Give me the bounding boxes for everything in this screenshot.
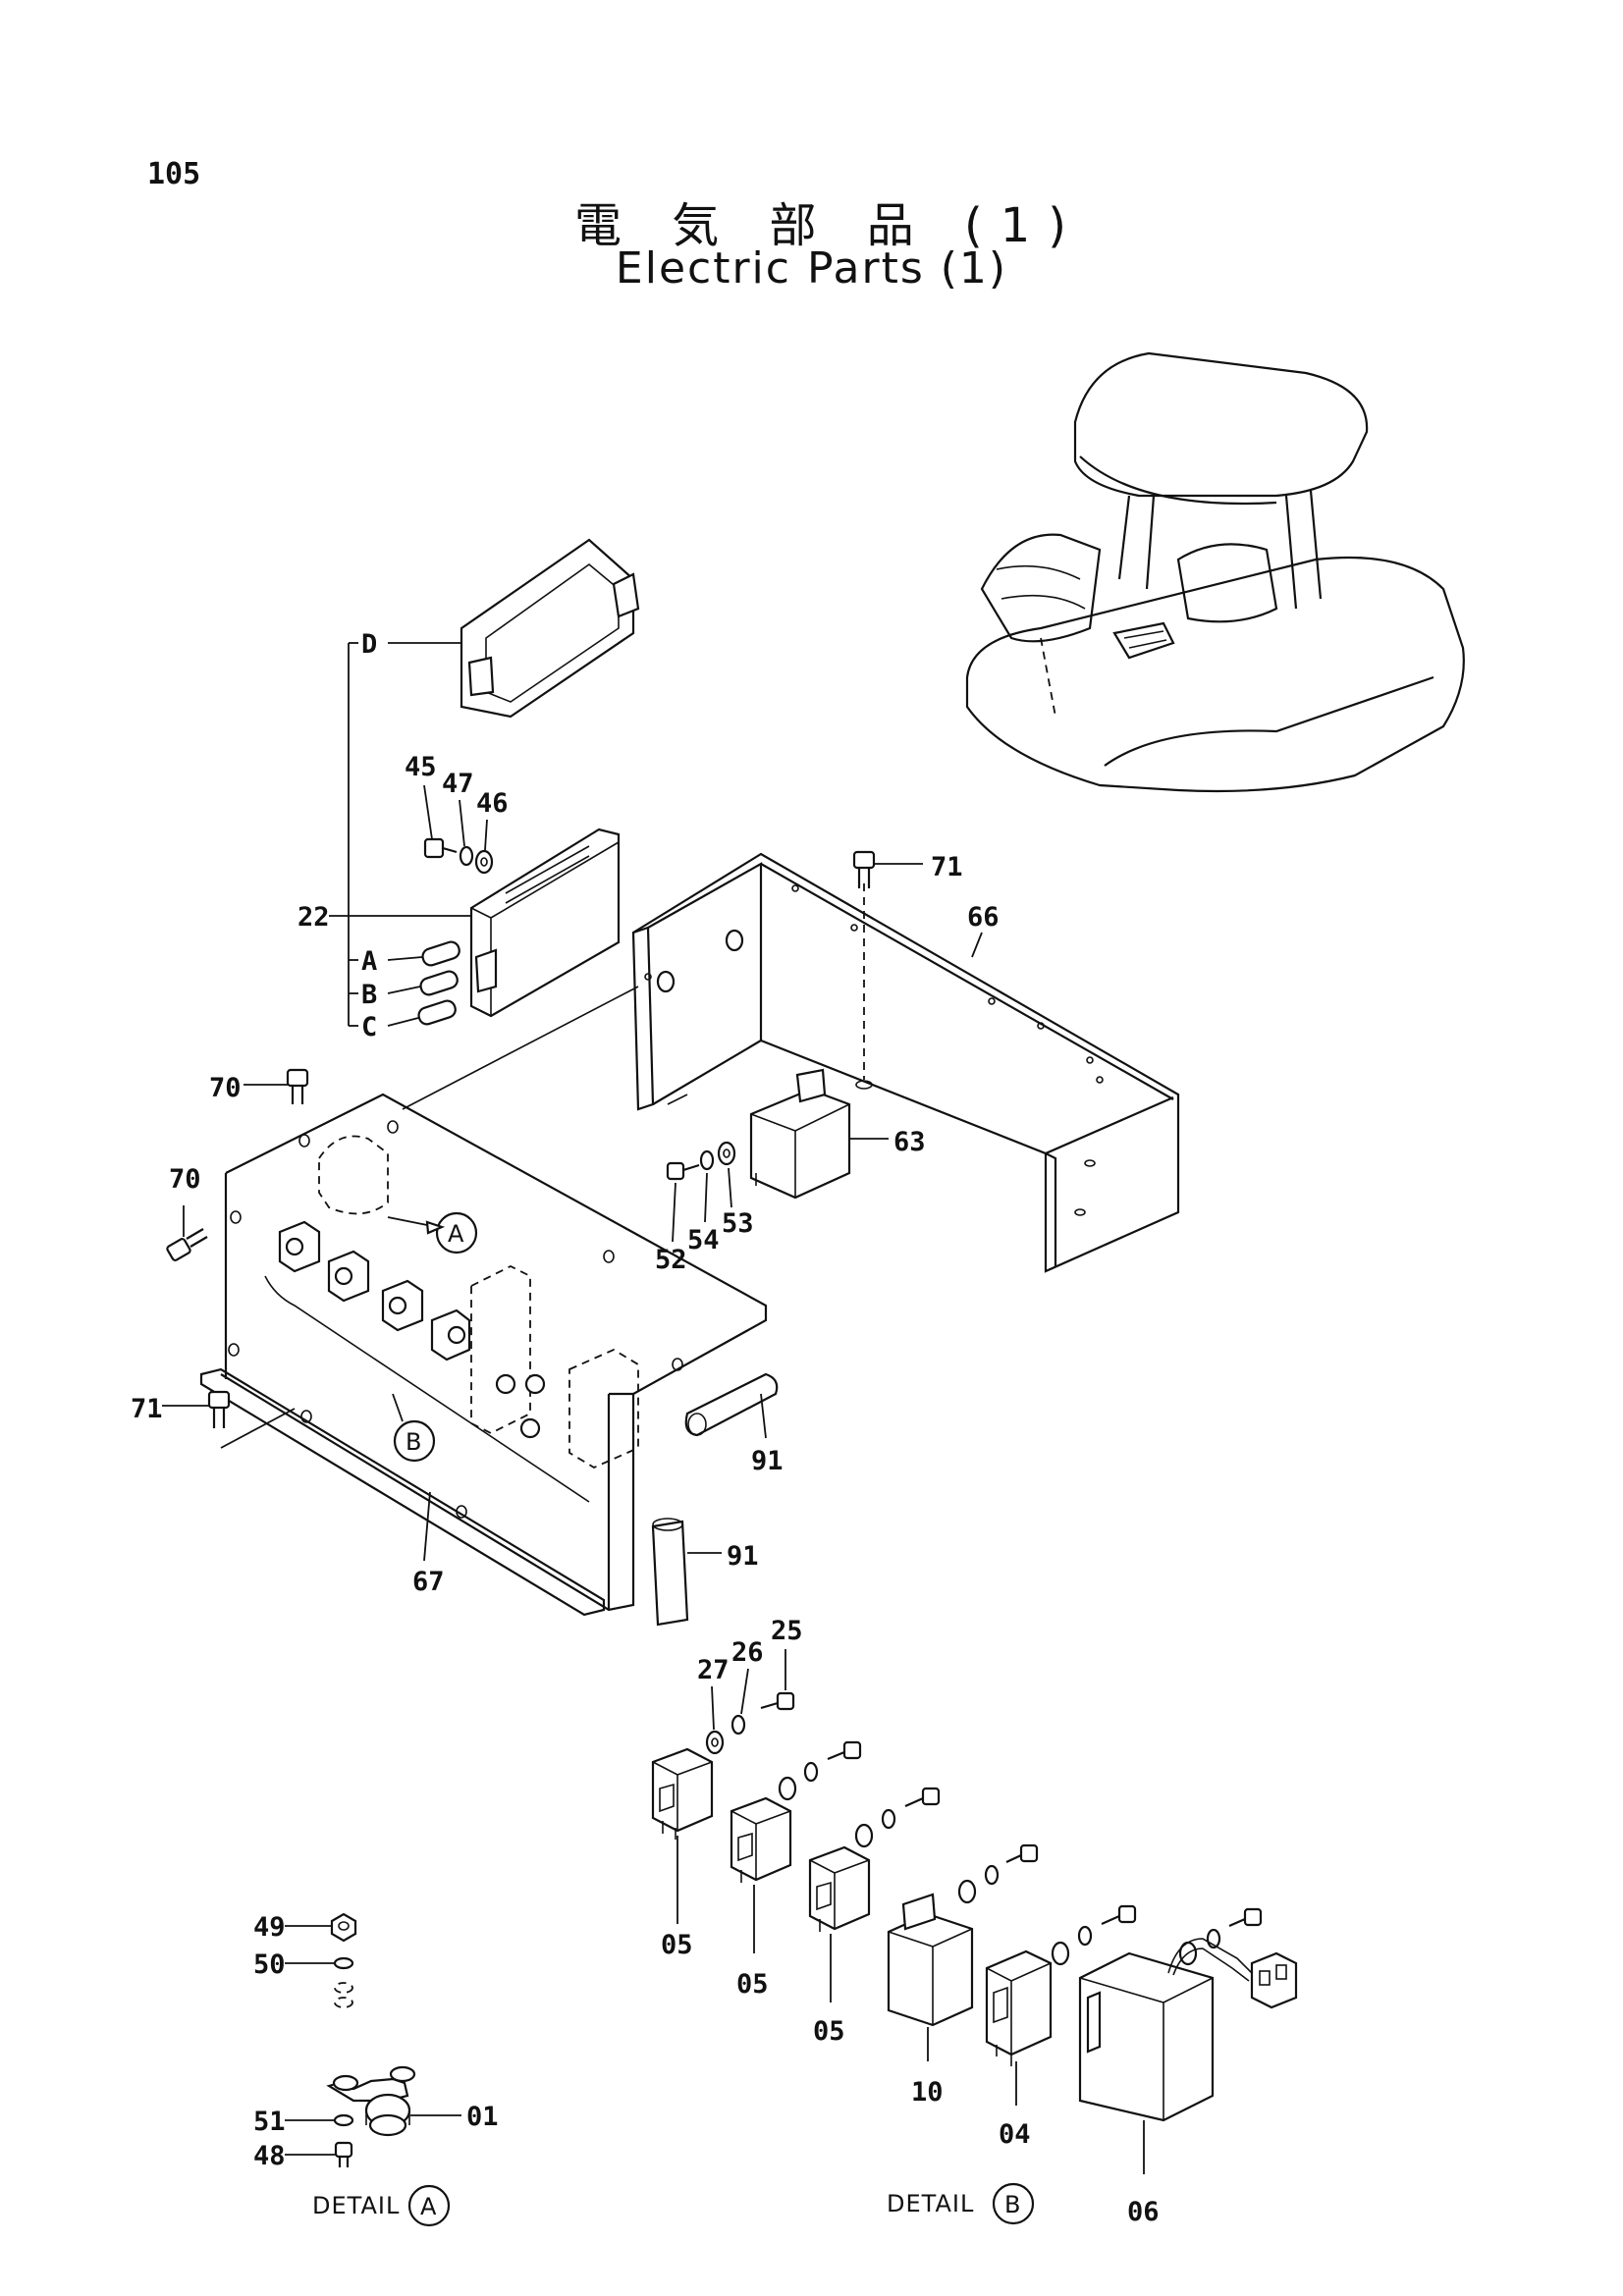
callout-51: 51 <box>253 2107 286 2137</box>
svg-text:A: A <box>448 1220 464 1248</box>
callout-91-lower: 91 <box>727 1541 759 1572</box>
fastener-set-2 <box>778 1740 862 1801</box>
callout-06: 06 <box>1127 2197 1160 2227</box>
callout-50: 50 <box>253 1949 286 1980</box>
spring-washer-26 <box>730 1714 746 1735</box>
fuse-b <box>419 970 459 996</box>
callout-d: D <box>361 629 377 660</box>
svg-text:DETAIL: DETAIL <box>887 2190 974 2217</box>
reference-bracket <box>329 642 471 1027</box>
plate-67 <box>199 1093 768 1617</box>
callout-01: 01 <box>466 2102 499 2132</box>
relay-63 <box>749 1068 851 1200</box>
screw-48 <box>334 2141 353 2167</box>
fastener-set-3 <box>854 1787 941 1848</box>
callout-26: 26 <box>731 1637 764 1668</box>
washer-53 <box>717 1141 736 1166</box>
machine-overview-illustration <box>965 351 1465 793</box>
detail-b-label: DETAIL B <box>887 2182 1035 2225</box>
fuse-box-cover-d <box>460 538 640 719</box>
callout-46: 46 <box>476 788 509 819</box>
fuse-a <box>421 940 460 967</box>
callout-49: 49 <box>253 1912 286 1943</box>
washer-27 <box>705 1730 725 1755</box>
controller-22 <box>469 828 621 1018</box>
callout-70-left: 70 <box>169 1164 201 1195</box>
fastener-set-5 <box>1051 1904 1137 1966</box>
callout-71-top: 71 <box>931 852 963 882</box>
detail-ref-a: A <box>387 1211 478 1255</box>
title-japanese: 電 気 部 品 (1) <box>573 198 1085 253</box>
title-english: Electric Parts (1) <box>615 243 1008 294</box>
grommet-91-upper <box>684 1372 779 1437</box>
nut-49 <box>330 1912 357 1943</box>
relay-05-second <box>730 1796 792 1883</box>
flasher-unit-06 <box>1078 1938 1298 2122</box>
bolt-70-top <box>286 1068 309 1104</box>
callout-05-first: 05 <box>661 1930 693 1960</box>
detail-a-label: DETAIL A <box>312 2184 451 2227</box>
callout-67: 67 <box>412 1567 445 1597</box>
unit-10 <box>887 1893 974 2027</box>
callout-b: B <box>361 980 377 1010</box>
relay-05-first <box>651 1747 714 1840</box>
washer-51 <box>333 2113 354 2127</box>
callout-71-bottom: 71 <box>131 1394 163 1424</box>
relay-04 <box>985 1949 1053 2066</box>
callout-45: 45 <box>405 752 437 782</box>
callout-c: C <box>361 1012 377 1042</box>
callout-05-second: 05 <box>736 1969 769 2000</box>
switch-01 <box>326 1982 416 2137</box>
svg-text:B: B <box>406 1428 421 1456</box>
washer-50 <box>333 1956 354 1970</box>
callout-22: 22 <box>298 902 330 933</box>
page-number: 105 <box>147 157 201 191</box>
callout-63: 63 <box>893 1127 926 1157</box>
bracket-66 <box>631 852 1180 1273</box>
screw-52 <box>666 1161 700 1181</box>
callout-66: 66 <box>967 902 1000 933</box>
washer-46 <box>474 849 494 875</box>
relay-05-third <box>808 1845 871 1932</box>
callout-a: A <box>361 946 377 977</box>
grommet-91-lower <box>651 1518 689 1627</box>
callout-10: 10 <box>911 2077 944 2108</box>
fastener-set-4 <box>957 1843 1039 1904</box>
callout-05-third: 05 <box>813 2016 845 2047</box>
callout-53: 53 <box>722 1208 754 1239</box>
svg-text:DETAIL: DETAIL <box>312 2192 400 2219</box>
relay-sockets-on-plate <box>278 1220 546 1439</box>
callout-48: 48 <box>253 2141 286 2171</box>
svg-text:A: A <box>420 2193 437 2220</box>
spring-washer-47 <box>459 845 474 867</box>
bolt-70-left <box>166 1228 208 1261</box>
fastener-set-6 <box>1178 1907 1263 1966</box>
screw-25 <box>760 1691 795 1711</box>
callout-47: 47 <box>442 769 474 799</box>
callout-54: 54 <box>687 1225 720 1255</box>
callout-04: 04 <box>999 2119 1031 2150</box>
detail-ref-b: B <box>392 1393 436 1463</box>
bolt-71-top <box>852 850 876 888</box>
callout-70-top: 70 <box>209 1073 242 1103</box>
bolt-71-bottom <box>207 1390 231 1428</box>
spring-washer-54 <box>699 1149 715 1171</box>
svg-text:B: B <box>1004 2191 1020 2218</box>
callout-25: 25 <box>771 1616 803 1646</box>
fuse-c <box>417 999 457 1026</box>
callout-27: 27 <box>697 1655 730 1685</box>
callout-91-upper: 91 <box>751 1446 784 1476</box>
screw-45 <box>423 837 458 859</box>
